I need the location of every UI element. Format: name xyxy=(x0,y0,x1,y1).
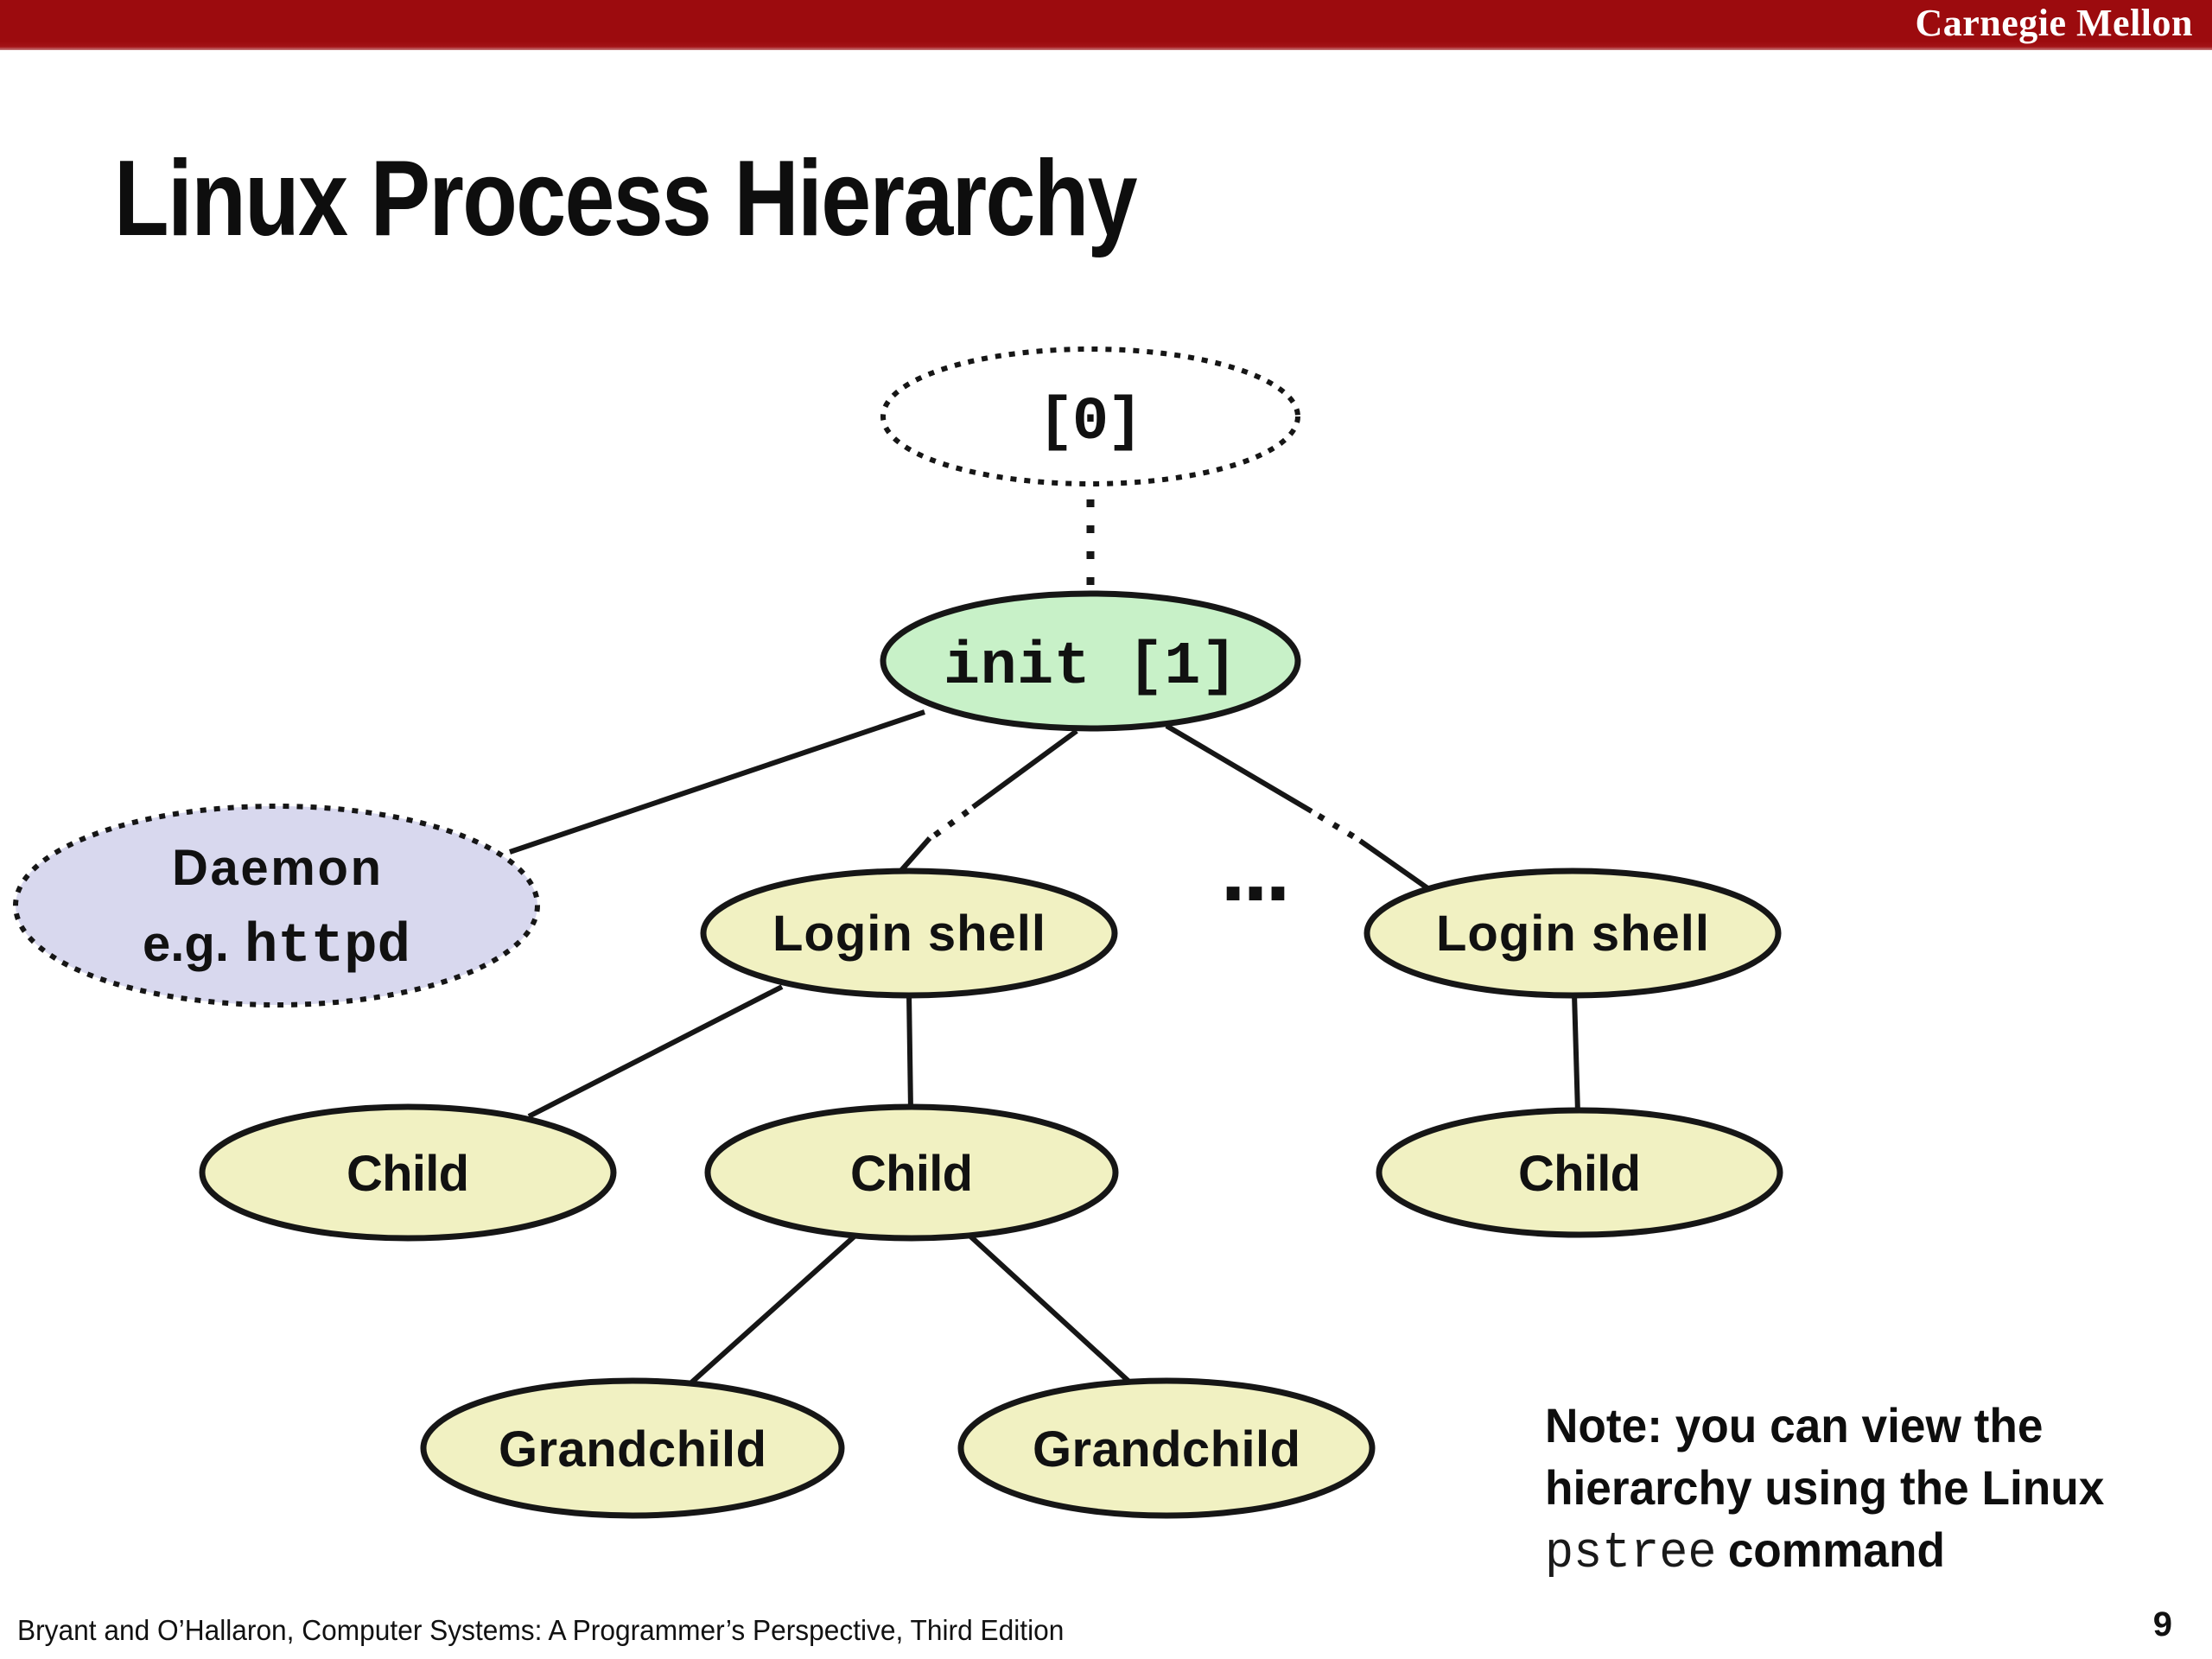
page-title: Linux Process Hierarchy xyxy=(114,139,1138,258)
edge-init-loginleft-seg1 xyxy=(971,728,1078,810)
node-grandchild-right-ellipse xyxy=(957,1377,1376,1519)
note-line-2: hierarchy using the Linux xyxy=(1545,1460,2105,1515)
node-daemon-ellipse xyxy=(13,804,540,1007)
edge-init-loginright-break xyxy=(1317,812,1357,841)
edge-loginright-childright xyxy=(1572,993,1580,1114)
node-child-middle-ellipse xyxy=(704,1103,1119,1242)
edge-init-loginleft-break xyxy=(931,809,970,839)
sibling-ellipsis: ... xyxy=(1219,833,1287,918)
node-daemon-label-line2: e.g. httpd xyxy=(143,916,410,978)
header-bar: Carnegie Mellon xyxy=(0,0,2212,50)
node-grandchild-left-ellipse xyxy=(420,1377,845,1519)
node-login-shell-right: Login shell xyxy=(1363,868,1782,999)
edge-init-loginright-seg1 xyxy=(1165,723,1313,814)
node-login-shell-right-ellipse xyxy=(1363,868,1782,999)
node-grandchild-right: Grandchild xyxy=(957,1377,1376,1519)
node-pid0-ellipse xyxy=(880,346,1300,486)
footer-attribution: Bryant and O’Hallaron, Computer Systems:… xyxy=(17,1614,1065,1646)
node-grandchild-left: Grandchild xyxy=(420,1377,845,1519)
edge-childmiddle-grandchildleft xyxy=(687,1231,860,1387)
node-child-left: Child xyxy=(199,1103,617,1242)
node-init: init [1] xyxy=(880,590,1301,732)
edge-loginleft-childleft xyxy=(527,984,784,1119)
node-grandchild-left-label: Grandchild xyxy=(499,1421,766,1478)
node-pid0-label: [0] xyxy=(1038,389,1143,457)
node-child-middle: Child xyxy=(704,1103,1119,1242)
node-login-shell-left: Login shell xyxy=(700,868,1118,999)
node-child-right-ellipse xyxy=(1376,1107,1783,1238)
node-grandchild-right-label: Grandchild xyxy=(1033,1421,1300,1478)
note-pstree-command: pstree xyxy=(1545,1526,1717,1582)
edge-loginleft-childmiddle xyxy=(906,993,913,1111)
edge-init-loginright-seg2 xyxy=(1358,838,1434,894)
node-child-right: Child xyxy=(1376,1107,1783,1238)
node-daemon-label-prefix: e.g. xyxy=(143,916,229,972)
node-login-shell-left-label: Login shell xyxy=(772,906,1046,962)
brand-text: Carnegie Mellon xyxy=(1915,2,2193,44)
note-line-3-rest: command xyxy=(1727,1522,1945,1577)
node-child-left-ellipse xyxy=(199,1103,617,1242)
node-login-shell-left-ellipse xyxy=(700,868,1118,999)
node-daemon: Daemon e.g. httpd xyxy=(13,804,540,1007)
edge-init-daemon xyxy=(509,709,925,855)
node-child-left-label: Child xyxy=(346,1146,469,1202)
node-init-ellipse xyxy=(880,590,1301,732)
node-pid0: [0] xyxy=(880,346,1300,486)
note-block: Note: you can view the hierarchy using t… xyxy=(1545,1395,2169,1586)
node-daemon-label-line1: Daemon xyxy=(172,840,381,896)
node-child-middle-label: Child xyxy=(850,1146,973,1202)
node-login-shell-right-label: Login shell xyxy=(1436,906,1709,962)
page-number: 9 xyxy=(2152,1605,2172,1643)
note-line-1: Note: you can view the xyxy=(1545,1398,2044,1452)
node-child-right-label: Child xyxy=(1518,1146,1641,1202)
edge-childmiddle-grandchildright xyxy=(965,1231,1135,1387)
node-init-label: init [1] xyxy=(944,633,1237,702)
node-daemon-label-command: httpd xyxy=(245,916,410,978)
